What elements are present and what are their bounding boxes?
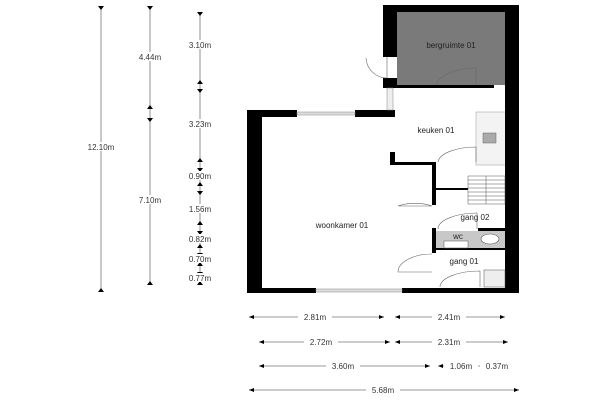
horizontal-dimensions: 2.81m 2.41m 2.72m 2.31m 3.60m 1.06m 0.37… xyxy=(249,312,519,395)
dim-label: 3.60m xyxy=(332,362,355,371)
door xyxy=(437,212,478,230)
dim-label: 7.10m xyxy=(139,196,162,205)
dim-label: 4.44m xyxy=(139,53,162,62)
dim-label: 0.90m xyxy=(189,172,212,181)
dim-label: 1.06m xyxy=(450,362,473,371)
door xyxy=(397,253,433,273)
building-plan: bergruimte 01 keuken 01 woonkamer 01 gan… xyxy=(247,5,519,293)
stairs xyxy=(467,175,506,205)
dim-label: 0.77m xyxy=(189,274,212,283)
storage-room xyxy=(397,12,505,85)
dim-label: 2.31m xyxy=(438,338,461,347)
room-label-kitchen: keuken 01 xyxy=(418,126,455,135)
dim-label: 0.37m xyxy=(486,362,509,371)
dim-label: 3.10m xyxy=(189,41,212,50)
vertical-dimensions: 12.10m 4.44m 7.10m 3.10m 3.23m 0.90m 1.5… xyxy=(80,6,218,292)
dim-label: 0.70m xyxy=(189,255,212,264)
dim-label: 1.56m xyxy=(189,205,212,214)
dim-label: 3.23m xyxy=(189,120,212,129)
room-label-hall2: gang 02 xyxy=(461,213,490,222)
dim-label: 2.81m xyxy=(304,313,327,322)
meter-cabinet-icon xyxy=(483,269,506,288)
dim-total-width: 5.68m xyxy=(372,386,395,395)
sink-icon xyxy=(482,132,497,144)
window xyxy=(386,87,394,111)
room-label-living: woonkamer 01 xyxy=(315,221,369,230)
window xyxy=(315,288,403,293)
door xyxy=(365,57,388,79)
door xyxy=(435,67,477,86)
room-label-wc: wc xyxy=(452,232,463,241)
door xyxy=(397,203,433,207)
washbasin-icon xyxy=(443,240,469,249)
room-label-hall1: gang 01 xyxy=(450,257,479,266)
room-label-storage: bergruimte 01 xyxy=(426,41,476,50)
door xyxy=(439,270,481,288)
dim-label: 2.72m xyxy=(310,338,333,347)
dim-total-height: 12.10m xyxy=(88,143,115,152)
toilet-icon xyxy=(480,233,500,245)
window xyxy=(296,111,356,116)
door xyxy=(437,146,477,163)
dim-label: 2.41m xyxy=(438,313,461,322)
dim-label: 0.82m xyxy=(189,235,212,244)
